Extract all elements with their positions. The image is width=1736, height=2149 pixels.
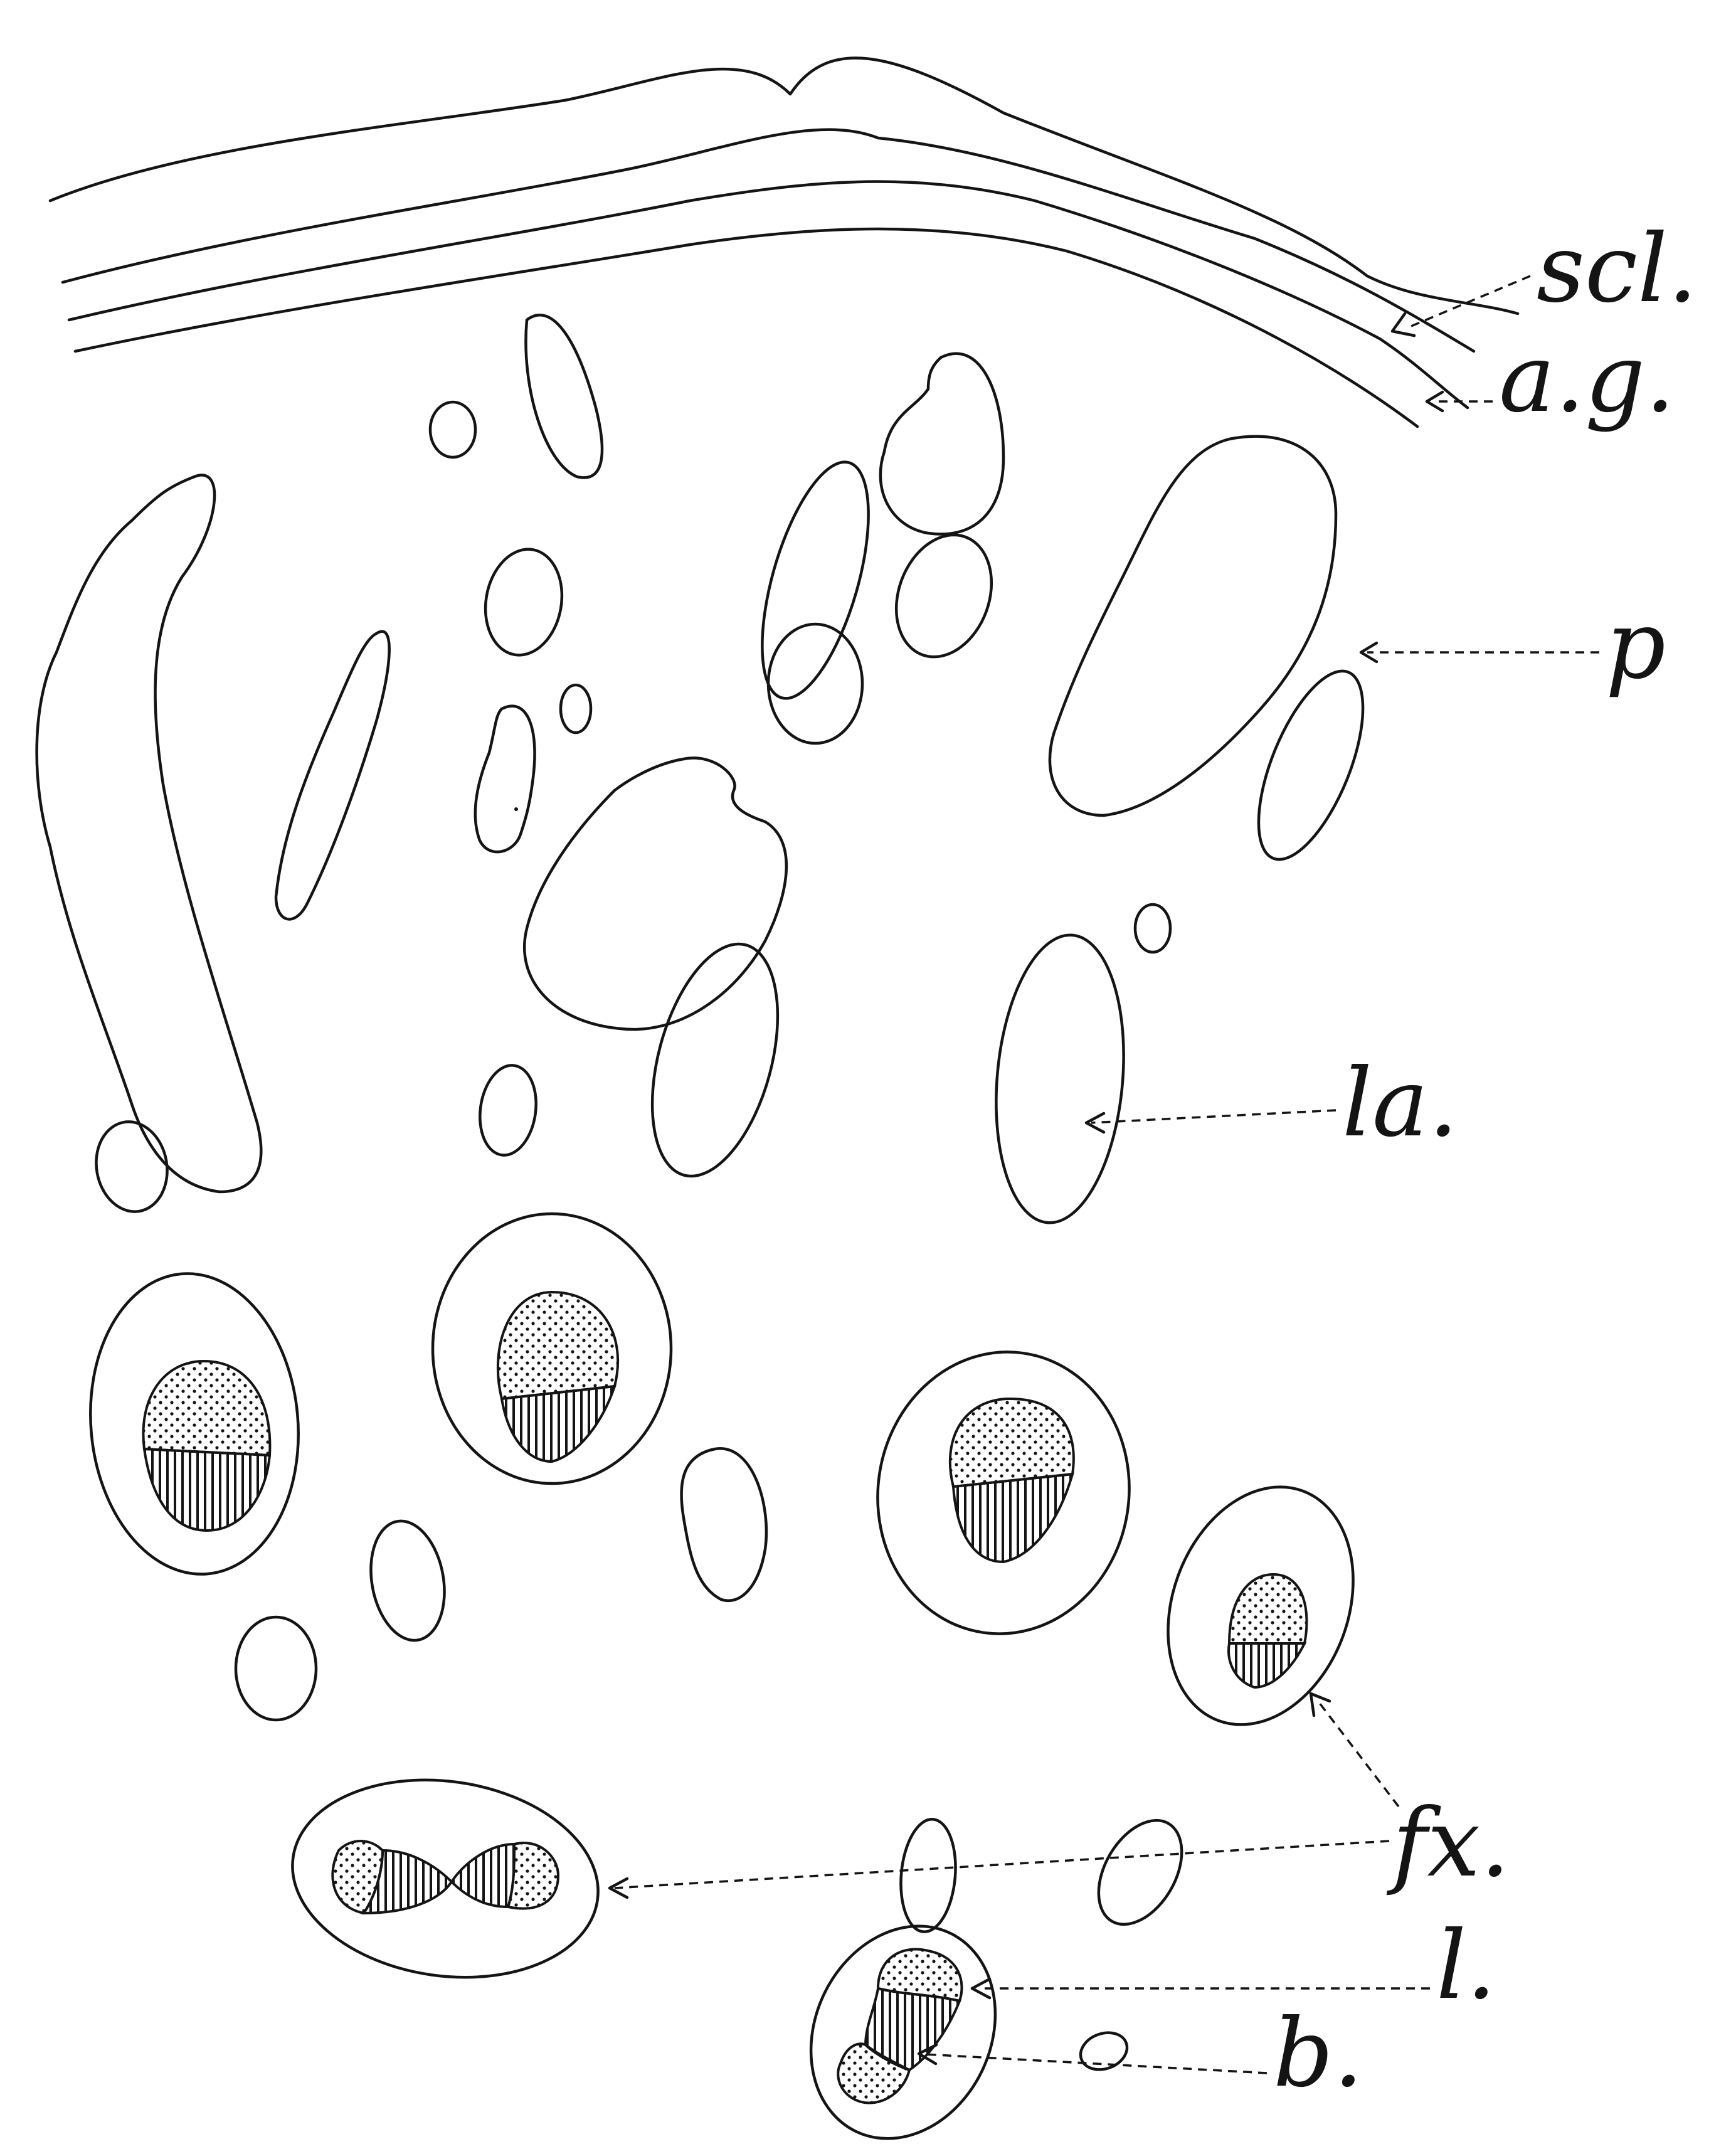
surface-layers — [50, 58, 1518, 427]
large-cell-center — [524, 758, 786, 1029]
dividing-cell-1 — [78, 1265, 311, 1583]
spindle-cell — [276, 632, 389, 920]
label-scl: scl. — [1537, 215, 1698, 324]
nucleus-stippled — [498, 1292, 618, 1399]
labels: scl. a.g. p la. fx. l. b. — [1273, 215, 1698, 2108]
upper-cells — [430, 315, 1008, 852]
label-p: p — [1606, 591, 1666, 700]
nucleus-stippled — [1229, 1574, 1306, 1643]
cell-right — [1237, 657, 1385, 873]
chromatin-right-hatched — [452, 1844, 514, 1907]
label-fx: fx. — [1386, 1789, 1510, 1898]
dividing-cell-2 — [433, 1214, 671, 1483]
large-cell-p — [1050, 437, 1336, 815]
label-ag: a.g. — [1499, 324, 1675, 433]
dividing-cell-4 — [1136, 1461, 1385, 1751]
label-la: la. — [1342, 1049, 1458, 1158]
label-l: l. — [1436, 1911, 1496, 2020]
nucleus-stippled — [950, 1399, 1074, 1487]
nucleus-hatched — [953, 1474, 1072, 1562]
elongated-cell-left — [37, 475, 262, 1192]
nucleus-stippled — [143, 1361, 270, 1455]
label-b: b. — [1273, 1999, 1363, 2108]
nucleus-hatched — [502, 1386, 615, 1462]
chromatin-right-stippled — [508, 1843, 558, 1909]
dividing-cell-5 — [280, 1761, 611, 1996]
nucleus-hatched — [1229, 1643, 1305, 1687]
nucleus-hatched — [144, 1449, 270, 1531]
dividing-cell-6 — [777, 1896, 1029, 2149]
dividing-cell-3 — [860, 1335, 1148, 1650]
small-cell — [89, 1116, 174, 1217]
